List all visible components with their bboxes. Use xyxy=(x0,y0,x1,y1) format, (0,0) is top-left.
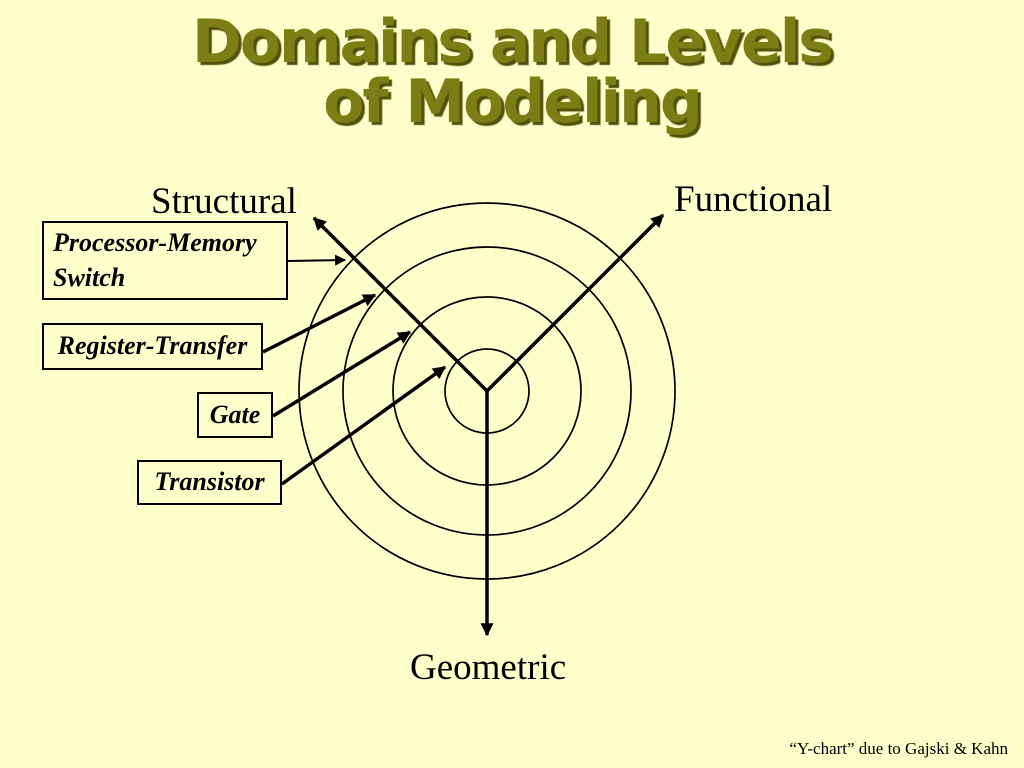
connector-transistor xyxy=(280,365,447,486)
connector-register-transfer xyxy=(262,293,377,354)
footer-credit: “Y-chart” due to Gajski & Kahn xyxy=(789,739,1008,758)
connector-processor-memory-switch xyxy=(287,254,347,266)
slide-title: Domains and Levels of Modeling xyxy=(192,7,834,137)
level-box-gate: Gate xyxy=(197,392,273,438)
level-box-processor-memory-switch: Processor-Memory Switch xyxy=(42,221,288,300)
axis-label-geometric: Geometric xyxy=(410,647,567,688)
level-box-transistor: Transistor xyxy=(137,460,282,505)
axis-label-functional: Functional xyxy=(674,179,833,220)
level-box-label: Transistor xyxy=(154,467,265,497)
connector-gate xyxy=(272,330,412,418)
level-box-label: Gate xyxy=(209,399,261,429)
level-box-register-transfer: Register-Transfer xyxy=(42,323,263,370)
functional-axis-arrow xyxy=(485,213,665,393)
level-box-label: Processor-Memory Switch xyxy=(53,228,257,292)
structural-axis-arrow xyxy=(312,216,489,393)
level-box-label: Register-Transfer xyxy=(57,331,248,361)
axis-label-structural: Structural xyxy=(151,181,297,222)
